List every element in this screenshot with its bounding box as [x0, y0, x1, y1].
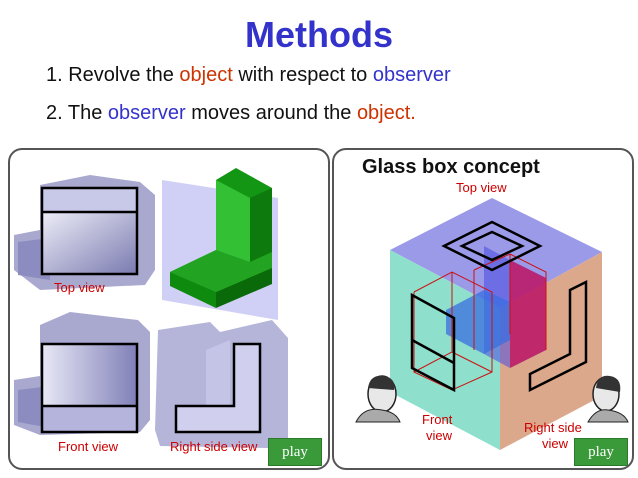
glass-box-inner-object — [413, 246, 547, 391]
method-1: 1. Revolve the object with respect to ob… — [46, 64, 451, 87]
front-view-object — [14, 312, 150, 435]
glass-top-view-label: Top view — [456, 180, 507, 195]
front-view-label: Front view — [58, 439, 118, 454]
glass-right-side-label-line1: Right side — [524, 420, 582, 435]
right-side-view-label: Right side view — [170, 439, 258, 454]
observer-left-icon — [355, 375, 401, 423]
method-2-observer: observer — [107, 102, 186, 124]
top-view-object — [14, 175, 155, 290]
revolve-object-illustration — [14, 168, 288, 448]
method-1-object: object — [179, 64, 233, 86]
observer-right-icon — [587, 375, 629, 423]
glass-box-panel: Glass box concept Top view Front view Ri… — [332, 148, 634, 470]
method-2-mid: moves around the — [185, 102, 357, 124]
method-2: 2. The observer moves around the object. — [46, 102, 416, 125]
method-2-object: object. — [356, 102, 416, 124]
top-view-projection — [441, 220, 543, 272]
play-button-left[interactable]: play — [268, 438, 322, 466]
glass-box-title: Glass box concept — [362, 156, 540, 178]
glass-box-illustration — [355, 198, 629, 450]
method-1-pre: 1. Revolve the — [46, 64, 180, 86]
glass-front-view-label-line1: Front — [422, 412, 453, 427]
method-1-mid: with respect to — [232, 64, 373, 86]
method-2-pre: 2. The — [46, 102, 108, 124]
revolve-object-panel: Top view Front view Right side view play — [8, 148, 330, 470]
method-1-observer: observer — [372, 64, 451, 86]
glass-front-view-label-line2: view — [426, 428, 453, 443]
slide-title: Methods — [245, 14, 393, 55]
front-view-projection — [410, 292, 456, 393]
right-side-view-projection — [528, 279, 588, 393]
glass-right-side-label-line2: view — [542, 436, 569, 451]
right-side-view-object — [155, 320, 288, 448]
l-shaped-object — [162, 168, 278, 320]
play-button-right[interactable]: play — [574, 438, 628, 466]
top-view-label: Top view — [54, 280, 105, 295]
